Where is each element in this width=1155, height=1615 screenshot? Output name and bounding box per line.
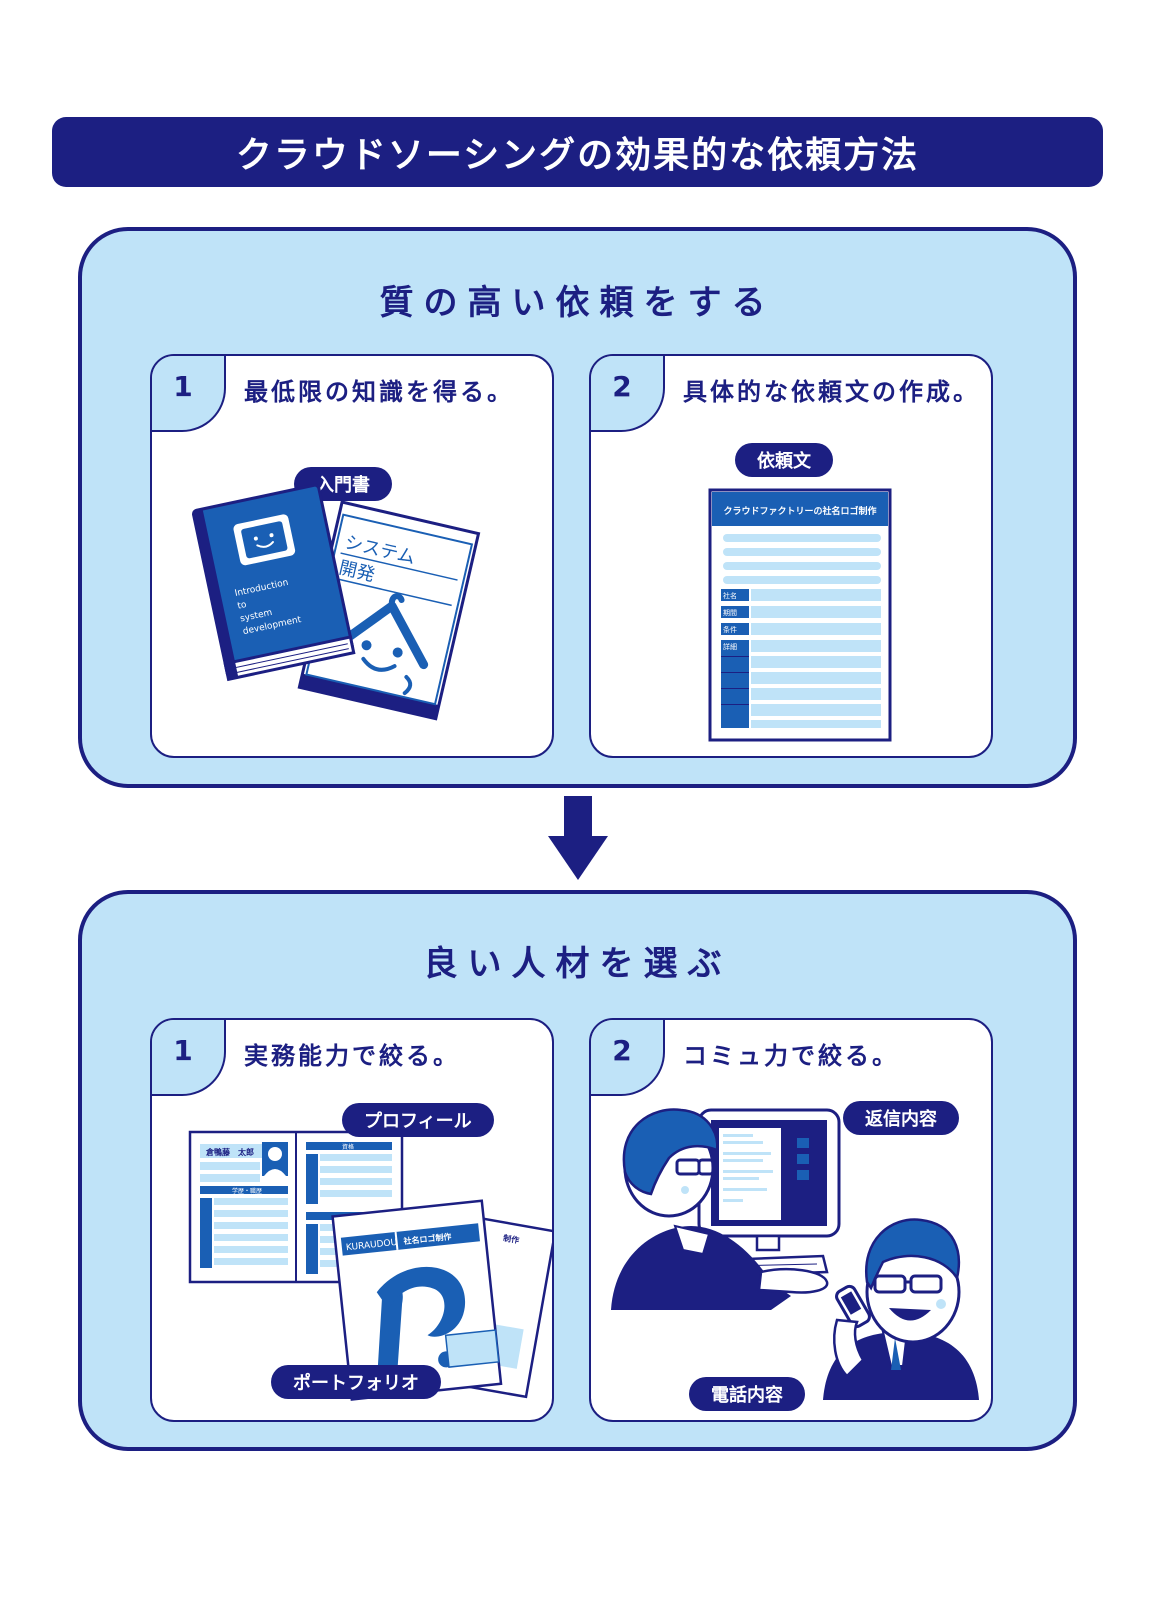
card-heading: 具体的な依頼文の作成。 (683, 378, 980, 406)
svg-text:資格: 資格 (342, 1143, 354, 1151)
smiley-monitor-icon (233, 514, 296, 566)
request-document-illustration: クラウドファクトリーの社名ロゴ制作 社名 (708, 488, 892, 742)
tag-profile: プロフィール (342, 1103, 494, 1137)
svg-text:制作: 制作 (502, 1233, 519, 1246)
doc-title: クラウドファクトリーの社名ロゴ制作 (723, 505, 876, 517)
card-basic-knowledge: 1 最低限の知識を得る。 入門書 システム 開発 (150, 354, 554, 758)
card-heading: 実務能力で絞る。 (244, 1042, 460, 1070)
svg-text:社名: 社名 (723, 591, 737, 600)
card-request-document: 2 具体的な依頼文の作成。 依頼文 クラウドファクトリーの社名ロゴ制作 (589, 354, 993, 758)
computer-monitor-icon (697, 1108, 841, 1278)
intro-books-illustration: システム 開発 (192, 483, 481, 721)
tag-request-doc: 依頼文 (735, 443, 833, 477)
down-arrow-icon (548, 796, 608, 880)
svg-text:条件: 条件 (723, 625, 737, 634)
profile-portfolio-illustration: 倉鴨藤 太郎 学歴・職歴 資格 (188, 1130, 552, 1401)
card-number: 2 (612, 1034, 632, 1067)
main-title-bar: クラウドソーシングの効果的な依頼方法 (52, 117, 1103, 187)
doc-form-rows (721, 589, 881, 728)
card-number: 1 (173, 1034, 193, 1067)
svg-text:詳細: 詳細 (723, 642, 737, 651)
profile-name: 倉鴨藤 太郎 (205, 1147, 254, 1157)
person-on-phone-icon (823, 1218, 979, 1400)
person-at-computer-icon (611, 1108, 829, 1310)
tag-reply-content: 返信内容 (843, 1101, 959, 1135)
card-practical-skill: 1 実務能力で絞る。 倉鴨藤 太郎 学歴・職歴 資格 (150, 1018, 554, 1422)
card-communication-skill: 2 コミュ力で絞る。 (589, 1018, 993, 1422)
card-number: 2 (612, 370, 632, 403)
tag-portfolio: ポートフォリオ (271, 1365, 441, 1399)
svg-text:学歴・職歴: 学歴・職歴 (232, 1187, 262, 1195)
section-title: 良い人材を選ぶ (423, 944, 732, 984)
card-heading: コミュ力で絞る。 (683, 1042, 899, 1070)
svg-text:期間: 期間 (723, 609, 737, 617)
tag-phone-content: 電話内容 (689, 1377, 805, 1411)
svg-text:to: to (237, 600, 248, 612)
section-quality-request: 質の高い依頼をする 1 最低限の知識を得る。 入門書 システム 開発 (78, 227, 1077, 788)
communication-illustration (611, 1108, 979, 1400)
section-title: 質の高い依頼をする (379, 283, 776, 323)
section-select-talent: 良い人材を選ぶ 1 実務能力で絞る。 倉鴨藤 太郎 学歴・職歴 資格 (78, 890, 1077, 1451)
card-heading: 最低限の知識を得る。 (244, 378, 514, 406)
card-number: 1 (173, 370, 193, 403)
main-title: クラウドソーシングの効果的な依頼方法 (235, 135, 920, 176)
